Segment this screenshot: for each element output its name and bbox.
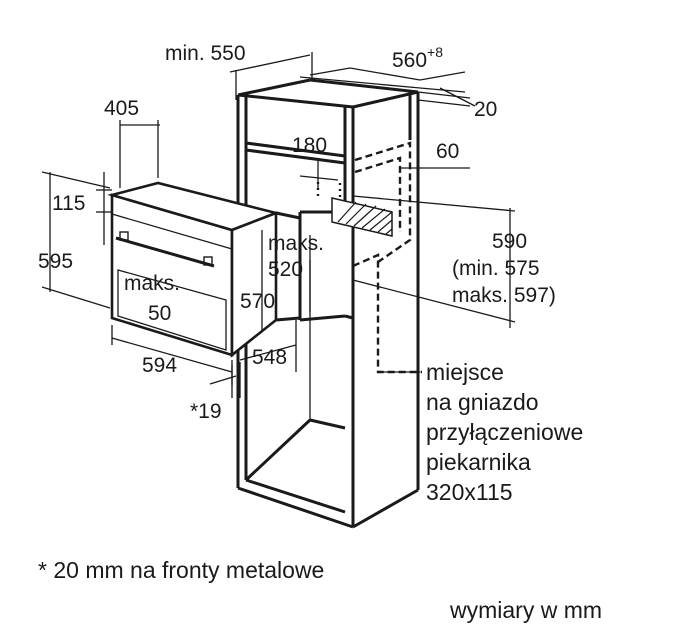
label-cabinet-width: 560+8 [392,44,443,72]
label-oven-depth-top: 405 [104,97,139,120]
socket-note-line-1: miejsce [426,359,504,385]
label-shelf-gap: 180 [292,134,327,157]
label-max-1: maks. [124,272,180,295]
label-oven-height: 595 [38,250,73,273]
footnote: * 20 mm na fronty metalowe [38,557,324,583]
dimension-labels: min. 550 560+8 20 180 60 405 115 595 mak… [38,42,556,423]
cabinet [236,76,466,529]
label-max-2: maks. [268,232,324,255]
units-note: wymiary w mm [449,597,602,623]
dimension-lines [41,52,516,398]
oven [107,181,301,358]
label-front-note: *19 [190,400,222,423]
socket-note-line-4: piekarnika [426,449,531,475]
label-cabinet-width-value: 560 [392,49,427,72]
label-max-value-2: 520 [268,258,303,281]
label-oven-front-height: 115 [52,192,85,215]
label-depth-570: 570 [240,290,275,313]
label-cabinet-width-tolerance: +8 [427,44,443,60]
label-max-value-1: 50 [148,302,171,325]
label-oven-width: 594 [142,354,177,377]
rear-cutout-dashes [316,141,422,374]
label-niche-max: maks. 597) [452,284,556,307]
label-niche-height: 590 [492,230,527,253]
label-top-offset: 20 [474,98,497,121]
socket-note-line-3: przyłączeniowe [426,419,583,445]
socket-hatch [331,197,393,237]
socket-note-line-5: 320x115 [426,479,513,505]
label-rear-gap: 60 [436,140,459,163]
label-cabinet-depth: min. 550 [165,42,246,65]
socket-note: miejsce na gniazdo przyłączeniowe piekar… [426,359,583,505]
label-depth-548: 548 [252,346,287,369]
label-niche-min: (min. 575 [452,257,540,280]
socket-note-line-2: na gniazdo [426,389,539,415]
